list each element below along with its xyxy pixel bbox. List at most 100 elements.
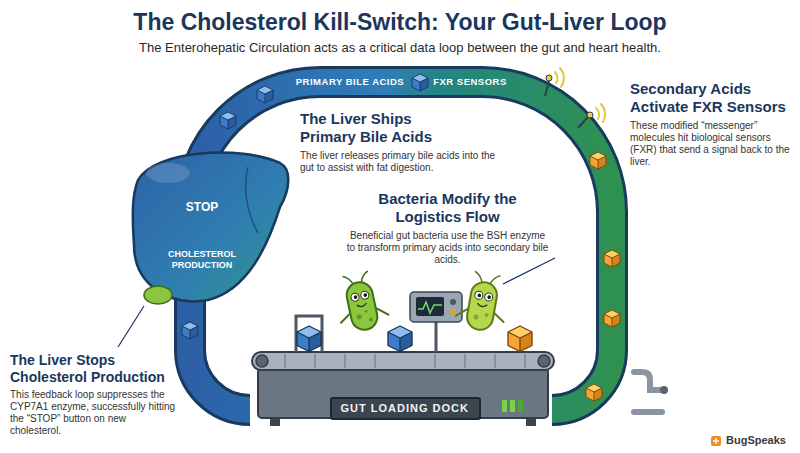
fxr-sensor — [555, 72, 557, 83]
gut-bacterium — [350, 293, 359, 302]
gut-bacterium — [454, 269, 511, 333]
gut-bacterium — [477, 303, 487, 307]
leader-line — [503, 258, 555, 284]
organ-label: CHOLESTEROL PRODUCTION — [162, 249, 242, 271]
label-holder: The Enterohepatic Circulation acts as a … — [0, 40, 800, 56]
liver-outline — [130, 145, 295, 310]
band-label: PRIMARY BILE ACIDS — [296, 76, 404, 88]
gut-bacterium — [360, 290, 369, 299]
gut-bacterium — [484, 313, 489, 318]
scanner-gate — [296, 316, 322, 352]
callout-heading: The Liver Stops Cholesterol Production — [10, 352, 185, 386]
gut-bacterium — [484, 292, 493, 301]
conveyor-belt — [258, 368, 548, 418]
gut-bacterium — [356, 314, 362, 320]
callout-body: The liver releases primary bile acids in… — [300, 150, 505, 174]
label-holder: This feedback loop suppresses the CYP7A1… — [10, 389, 178, 437]
belt-cargo — [297, 326, 532, 352]
callout-body: Beneficial gut bacteria use the BSH enzy… — [345, 230, 550, 266]
liver-lobe-line — [246, 167, 258, 233]
gut-bacterium — [344, 280, 379, 332]
label-holder: Bacteria Modify the Logistics Flow — [360, 190, 535, 226]
monitor-machine — [435, 322, 438, 352]
page-title: The Cholesterol Kill-Switch: Your Gut-Li… — [0, 8, 800, 36]
gut-bacterium — [465, 280, 499, 332]
scanner-gate — [296, 316, 322, 352]
secondary-acid-cube — [508, 326, 532, 352]
liver-organ: STOP CHOLESTEROL PRODUCTION — [130, 145, 295, 310]
monitor-machine — [450, 309, 456, 315]
brand-icon — [713, 438, 719, 444]
monitor-machine — [450, 299, 456, 305]
gut-bacterium — [456, 306, 470, 318]
text-holder: STOP — [186, 200, 218, 214]
title-block: The Cholesterol Kill-Switch: Your Gut-Li… — [0, 8, 800, 36]
callout-heading: Secondary Acids Activate FXR Sensors — [630, 80, 792, 116]
callout-heading: Bacteria Modify the Logistics Flow — [360, 190, 535, 226]
bile-acid-cube — [297, 326, 321, 352]
conveyor-belt — [256, 355, 268, 367]
conveyor-belt — [285, 354, 525, 368]
text-holder: PRIMARY BILE ACIDS — [296, 76, 404, 88]
conveyor-belt — [502, 400, 507, 412]
fxr-sensor — [596, 108, 599, 119]
gallbladder — [144, 286, 172, 304]
band-label: FXR SENSORS — [433, 76, 507, 88]
label-holder: BugSpeaks — [726, 433, 794, 447]
button-label: STOP — [186, 200, 218, 214]
gut-bacterium — [477, 293, 481, 297]
callout-heading: The Liver Ships Primary Bile Acids — [300, 110, 465, 146]
text-holder: GUT LOADING DOCK — [341, 402, 469, 415]
gut-bacterium — [364, 309, 368, 313]
drain-pipes — [634, 372, 662, 390]
callout-body: These modified “messenger” molecules hit… — [630, 120, 792, 168]
drain-pipes — [634, 372, 668, 412]
conveyor-belt — [252, 352, 554, 426]
gut-bacterium — [474, 291, 483, 300]
gut-bacterium — [473, 271, 500, 285]
subtitle: The Enterohepatic Circulation acts as a … — [0, 40, 800, 56]
gut-bacterium — [369, 317, 374, 322]
conveyor-belt — [510, 400, 515, 412]
sign-label: GUT LOADING DOCK — [341, 402, 469, 415]
conveyor-belt — [252, 352, 554, 370]
bile-acid-cube — [388, 326, 412, 352]
conveyor-belt — [538, 355, 550, 367]
monitor-machine — [410, 292, 462, 352]
liver-highlight — [146, 163, 190, 183]
conveyor-belt — [526, 416, 536, 426]
drain-pipes — [634, 409, 662, 415]
fxr-sensor — [560, 68, 564, 87]
gut-bacterium — [375, 305, 389, 317]
label-holder: The Liver Stops Cholesterol Production — [10, 352, 185, 386]
gut-bacterium — [357, 303, 367, 308]
brand-icon — [711, 436, 721, 446]
fxr-sensor — [601, 104, 605, 122]
gut-bacterium — [342, 271, 370, 286]
gut-bacterium — [353, 295, 357, 299]
label-holder: Secondary Acids Activate FXR Sensors — [630, 80, 792, 116]
monitor-machine — [418, 302, 442, 313]
label-holder: The Liver Ships Primary Bile Acids — [300, 110, 465, 146]
gut-bacterium — [363, 293, 367, 297]
label-holder: Beneficial gut bacteria use the BSH enzy… — [345, 230, 550, 266]
leader-line — [118, 306, 144, 347]
text-holder: CHOLESTEROL PRODUCTION — [162, 249, 242, 271]
monitor-machine — [416, 297, 444, 316]
drain-pipes — [660, 386, 668, 394]
gut-bacterium — [332, 269, 391, 335]
fxr-sensor — [546, 75, 552, 81]
loading-dock-sign: GUT LOADING DOCK — [330, 397, 481, 420]
conveyor-belt — [270, 416, 280, 426]
brand-icon — [711, 436, 721, 446]
gut-bacterium — [339, 312, 352, 322]
gut-bacterium — [473, 314, 479, 320]
callout-body: This feedback loop suppresses the CYP7A1… — [10, 389, 178, 437]
watermark: BugSpeaks — [726, 433, 794, 447]
liver-outline — [133, 153, 288, 302]
conveyor-belt — [518, 400, 523, 412]
monitor-machine — [410, 292, 462, 322]
gut-bacterium — [487, 295, 491, 299]
text-holder: FXR SENSORS — [433, 76, 507, 88]
